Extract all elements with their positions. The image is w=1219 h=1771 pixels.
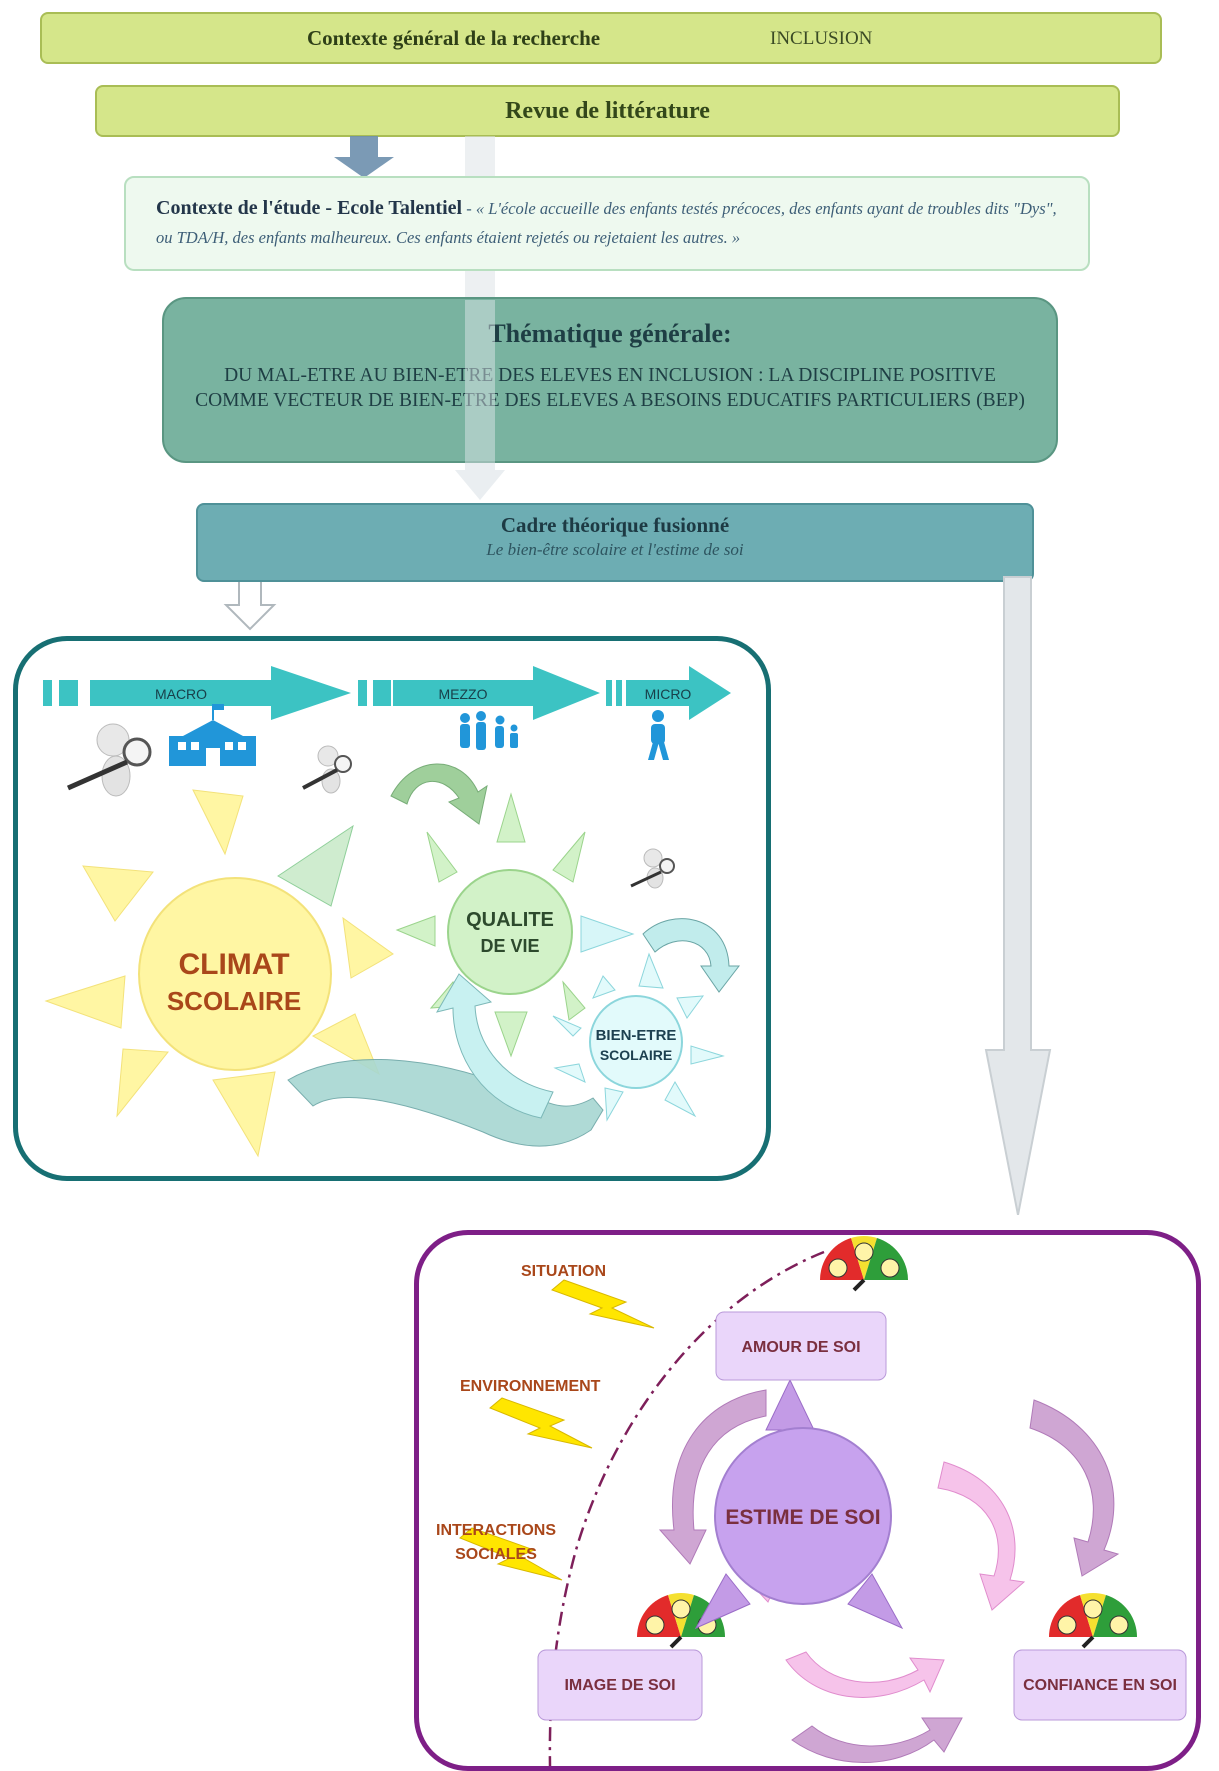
amour-de-soi-label: AMOUR DE SOI [741, 1339, 860, 1356]
curved-arrow-bien-etre [642, 918, 741, 993]
general-theme-title: Thématique générale: [488, 319, 732, 348]
magnifier-person-icon [302, 745, 352, 794]
bien-etre-scolaire-sun [552, 952, 725, 1122]
general-theme-box: Thématique générale: DU MAL-ETRE AU BIEN… [162, 297, 1058, 463]
research-context-title: Contexte général de la recherche [307, 26, 601, 50]
triangle-left [694, 1573, 751, 1630]
down-arrow-left-panel [223, 576, 277, 631]
micro-label: MICRO [645, 686, 692, 702]
curved-arrow-qualite [390, 763, 488, 825]
climat-green-ray [277, 824, 354, 907]
magnifier-person-icon [66, 723, 152, 797]
interactions-label-1: INTERACTIONS [436, 1522, 556, 1539]
framework-title: Cadre théorique fusionné [500, 513, 730, 537]
inner-arrow-bottom [785, 1651, 945, 1698]
lightning-icon [459, 1527, 563, 1581]
environnement-label: ENVIRONNEMENT [460, 1378, 601, 1395]
micro-level-arrow [606, 666, 731, 720]
image-de-soi-label: IMAGE DE SOI [564, 1677, 675, 1694]
study-context-box: Contexte de l'étude - Ecole Talentiel - … [124, 176, 1090, 271]
outer-arrow-right [1029, 1399, 1120, 1577]
triangle-up [765, 1378, 815, 1431]
curved-arrow-return [435, 973, 554, 1119]
amour-de-soi-box [715, 1311, 887, 1381]
mezzo-label: MEZZO [439, 686, 488, 702]
long-down-arrow [984, 576, 1052, 1215]
mezzo-level-arrow [358, 666, 600, 720]
magnifier-person-icon [630, 848, 675, 889]
climat-scolaire-sun [44, 789, 394, 1158]
bien-etre-label-2: SCOLAIRE [600, 1047, 672, 1063]
qualite-label-2: DE VIE [480, 936, 539, 956]
confiance-en-soi-box [1013, 1649, 1187, 1721]
school-building-icon [169, 704, 256, 766]
framework-subtitle: Le bien-être scolaire et l'estime de soi [486, 540, 744, 559]
self-esteem-diagram: SITUATION ENVIRONNEMENT INTERACTIONS SOC… [436, 1236, 1187, 1767]
inner-arrow-right [937, 1461, 1026, 1611]
lightning-icon [551, 1279, 655, 1329]
research-context-bar: Contexte général de la recherche INCLUSI… [40, 12, 1162, 64]
theoretical-framework-box: Cadre théorique fusionné Le bien-être sc… [196, 503, 1034, 582]
confiance-en-soi-label: CONFIANCE EN SOI [1023, 1677, 1177, 1694]
mood-gauge-icon [1049, 1593, 1137, 1649]
study-context-label: Contexte de l'étude - Ecole Talentiel [156, 197, 463, 219]
literature-review-bar: Revue de littérature [95, 85, 1120, 137]
study-context-quote: - « L'école accueille des enfants testés… [156, 199, 1057, 247]
general-theme-body: DU MAL-ETRE AU BIEN-ETRE DES ELEVES EN I… [195, 365, 1025, 411]
walking-child-icon [648, 710, 669, 760]
curved-arrow-bottom [287, 1059, 604, 1147]
image-de-soi-box [537, 1649, 703, 1721]
climat-label-2: SCOLAIRE [167, 986, 301, 1016]
bien-etre-label-1: BIEN-ETRE [596, 1027, 677, 1044]
triangle-right [847, 1573, 904, 1630]
mood-gauge-icon [820, 1236, 908, 1292]
macro-label: MACRO [155, 686, 207, 702]
lightning-icon [489, 1397, 593, 1449]
situation-label: SITUATION [521, 1263, 606, 1280]
outer-arrow-left [658, 1389, 767, 1565]
qualite-label-1: QUALITE [466, 909, 554, 931]
family-icon [460, 711, 518, 750]
main-arrow-overlay [455, 300, 505, 500]
qualite-de-vie-sun [395, 792, 586, 1058]
qualite-cyan-ray [580, 915, 635, 953]
down-arrow-review [334, 136, 394, 178]
climat-label-1: CLIMAT [178, 948, 289, 981]
estime-de-soi-label: ESTIME DE SOI [725, 1506, 880, 1529]
school-wellbeing-diagram: CLIMAT SCOLAIRE QUALITE DE VIE BIEN-ETRE… [43, 666, 741, 1158]
interactions-label-2: SOCIALES [455, 1546, 537, 1563]
macro-level-arrow [43, 666, 351, 720]
estime-de-soi-circle [714, 1427, 892, 1605]
inclusion-label: INCLUSION [770, 28, 873, 49]
outer-arrow-bottom [791, 1717, 963, 1763]
